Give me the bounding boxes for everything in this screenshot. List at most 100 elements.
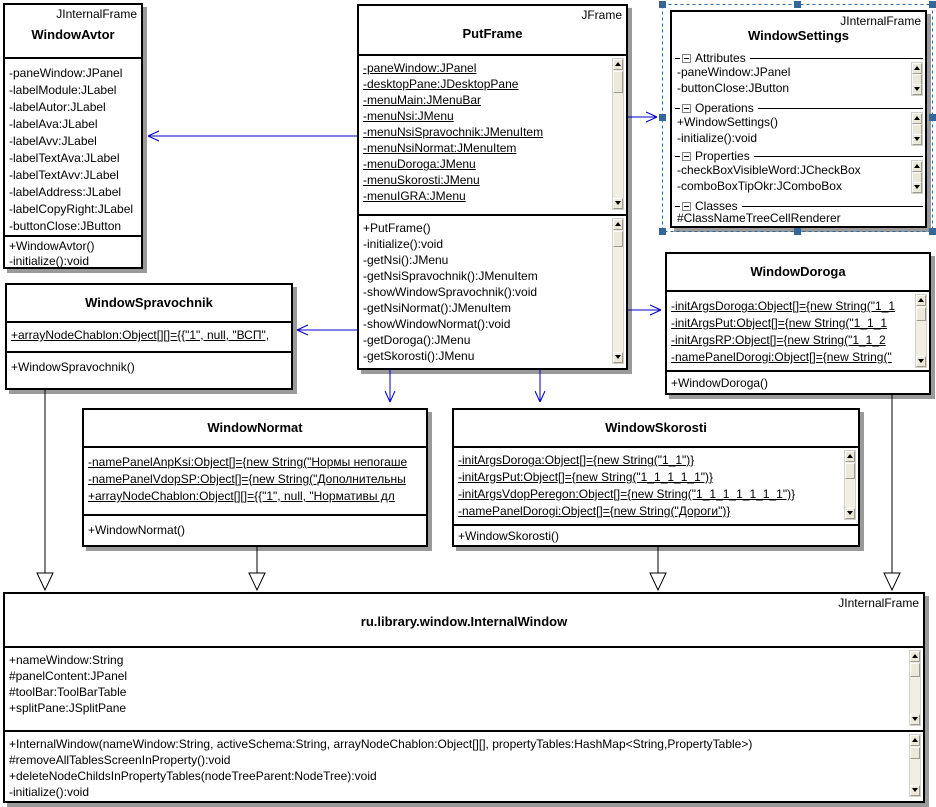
attribute-row: -labelAva:JLabel bbox=[9, 117, 98, 131]
selection-handle[interactable] bbox=[659, 114, 666, 121]
method-row: +PutFrame() bbox=[363, 221, 431, 235]
scrollbar[interactable] bbox=[915, 294, 927, 368]
attributes-compartment: +nameWindow:String #panelContent:JPanel … bbox=[5, 646, 923, 730]
scrollbar-up-button[interactable] bbox=[916, 295, 926, 306]
minus-glyph bbox=[684, 107, 689, 109]
scrollbar[interactable] bbox=[911, 62, 923, 96]
arrow-putframe-to-windowavtor[interactable] bbox=[147, 130, 357, 142]
class-box-internal-window[interactable]: JInternalFrame ru.library.window.Interna… bbox=[3, 592, 925, 803]
class-name: PutFrame bbox=[462, 26, 523, 41]
attribute-row: -namePanelAnpKsi:Object[]={new String("Н… bbox=[88, 455, 408, 469]
attributes-compartment: -paneWindow:JPanel -desktopPane:JDesktop… bbox=[359, 54, 626, 214]
attribute-row: -desktopPane:JDesktopPane bbox=[363, 77, 519, 91]
generalization-windownormat-internalwindow[interactable] bbox=[248, 547, 266, 592]
scrollbar-up-button[interactable] bbox=[910, 735, 920, 746]
scrollbar-down-button[interactable] bbox=[613, 198, 623, 209]
scrollbar-thumb[interactable] bbox=[910, 663, 920, 677]
attribute-row: -menuIGRA:JMenu bbox=[363, 189, 466, 203]
collapse-icon[interactable] bbox=[682, 151, 691, 161]
arrow-putframe-to-windowsettings[interactable] bbox=[628, 111, 658, 123]
class-row: #ClassNameTreeCellRenderer bbox=[677, 211, 841, 225]
selection-handle[interactable] bbox=[794, 228, 801, 235]
attribute-row: -paneWindow:JPanel bbox=[677, 65, 791, 79]
attribute-row: -labelAutor:JLabel bbox=[9, 100, 106, 114]
selection-handle[interactable] bbox=[659, 1, 666, 8]
class-box-window-normat[interactable]: WindowNormat -namePanelAnpKsi:Object[]={… bbox=[82, 408, 428, 547]
method-row: +WindowNormat() bbox=[88, 523, 186, 537]
stereotype-label: JInternalFrame bbox=[56, 7, 137, 21]
scrollbar[interactable] bbox=[909, 650, 921, 726]
scrollbar-down-button[interactable] bbox=[613, 352, 623, 363]
generalization-windowspravochnik-internalwindow[interactable] bbox=[36, 390, 54, 592]
generalization-windowskorosti-internalwindow[interactable] bbox=[649, 547, 667, 592]
method-row: -getNsi():JMenu bbox=[363, 253, 449, 267]
scrollbar[interactable] bbox=[612, 58, 624, 210]
stereotype-label: JInternalFrame bbox=[838, 596, 919, 610]
class-box-window-avtor[interactable]: JInternalFrame WindowAvtor -paneWindow:J… bbox=[3, 3, 143, 269]
class-box-window-spravochnik[interactable]: WindowSpravochnik +arrayNodeChablon:Obje… bbox=[5, 283, 293, 390]
scrollbar-up-button[interactable] bbox=[613, 219, 623, 230]
arrow-putframe-to-windowspravochnik[interactable] bbox=[296, 324, 357, 336]
scrollbar-up-button[interactable] bbox=[845, 451, 855, 462]
scrollbar[interactable] bbox=[612, 218, 624, 364]
generalization-windowdoroga-internalwindow[interactable] bbox=[883, 395, 901, 592]
attribute-row: -labelTextAva:JLabel bbox=[9, 151, 120, 165]
scrollbar-down-button[interactable] bbox=[912, 84, 922, 95]
scrollbar-thumb[interactable] bbox=[613, 231, 623, 247]
attribute-row: -menuDoroga:JMenu bbox=[363, 157, 476, 171]
scrollbar-up-button[interactable] bbox=[912, 63, 922, 74]
class-box-window-settings[interactable]: JInternalFrame WindowSettings Attributes… bbox=[670, 10, 927, 228]
selection-handle[interactable] bbox=[794, 1, 801, 8]
class-name: WindowSkorosti bbox=[605, 420, 707, 435]
triangle-arrowhead bbox=[248, 572, 266, 592]
method-row: +InternalWindow(nameWindow:String, activ… bbox=[9, 737, 753, 751]
collapse-icon[interactable] bbox=[682, 103, 691, 113]
method-row: +WindowSettings() bbox=[677, 115, 779, 129]
scrollbar-down-button[interactable] bbox=[910, 785, 920, 796]
scrollbar-down-button[interactable] bbox=[912, 134, 922, 145]
arrow-putframe-to-windowdoroga[interactable] bbox=[628, 304, 662, 316]
scrollbar-thumb[interactable] bbox=[845, 463, 855, 479]
attribute-row: +splitPane:JSplitPane bbox=[9, 701, 127, 715]
minus-glyph bbox=[684, 155, 689, 157]
scrollbar-thumb[interactable] bbox=[910, 747, 920, 759]
class-box-put-frame[interactable]: JFrame PutFrame -paneWindow:JPanel -desk… bbox=[357, 4, 628, 370]
minus-glyph bbox=[684, 205, 689, 207]
arrow-putframe-to-windowskorosti[interactable] bbox=[534, 370, 546, 403]
scrollbar-up-button[interactable] bbox=[910, 651, 920, 662]
divider bbox=[741, 205, 923, 207]
attribute-row: -labelCopyRight:JLabel bbox=[9, 202, 134, 216]
scrollbar[interactable] bbox=[911, 160, 923, 194]
scrollbar-thumb[interactable] bbox=[916, 307, 926, 321]
methods-compartment: +WindowSpravochnik() bbox=[7, 351, 291, 388]
class-box-window-skorosti[interactable]: WindowSkorosti -initArgsDoroga:Object[]=… bbox=[452, 408, 860, 547]
arrow-putframe-to-windownormat[interactable] bbox=[384, 370, 396, 403]
scrollbar-down-button[interactable] bbox=[910, 714, 920, 725]
method-row: -initialize():void bbox=[9, 785, 90, 799]
methods-compartment: +WindowAvtor() -initialize():void bbox=[5, 235, 141, 267]
scrollbar-down-button[interactable] bbox=[912, 182, 922, 193]
attribute-row: -paneWindow:JPanel bbox=[9, 66, 123, 80]
arrow-down-icon bbox=[615, 355, 621, 359]
scrollbar-up-button[interactable] bbox=[912, 113, 922, 124]
class-box-window-doroga[interactable]: WindowDoroga -initArgsDoroga:Object[]={n… bbox=[665, 252, 931, 395]
divider bbox=[675, 107, 680, 109]
attribute-row: +arrayNodeChablon:Object[][]={{"1", null… bbox=[88, 489, 395, 503]
scrollbar[interactable] bbox=[844, 450, 856, 520]
scrollbar-thumb[interactable] bbox=[613, 71, 623, 93]
collapse-icon[interactable] bbox=[682, 53, 691, 63]
method-row: +WindowDoroga() bbox=[671, 376, 769, 390]
scrollbar-up-button[interactable] bbox=[613, 59, 623, 70]
scrollbar[interactable] bbox=[911, 112, 923, 146]
attributes-compartment: -initArgsDoroga:Object[]={new String("1_… bbox=[454, 446, 858, 524]
selection-handle[interactable] bbox=[929, 1, 936, 8]
selection-handle[interactable] bbox=[929, 114, 936, 121]
scrollbar-down-button[interactable] bbox=[845, 508, 855, 519]
scrollbar[interactable] bbox=[909, 734, 921, 797]
scrollbar-up-button[interactable] bbox=[912, 161, 922, 172]
selection-handle[interactable] bbox=[659, 228, 666, 235]
selection-handle[interactable] bbox=[929, 228, 936, 235]
scrollbar-down-button[interactable] bbox=[916, 356, 926, 367]
arrow-up-icon bbox=[914, 164, 920, 168]
attribute-row: #panelContent:JPanel bbox=[9, 669, 128, 683]
